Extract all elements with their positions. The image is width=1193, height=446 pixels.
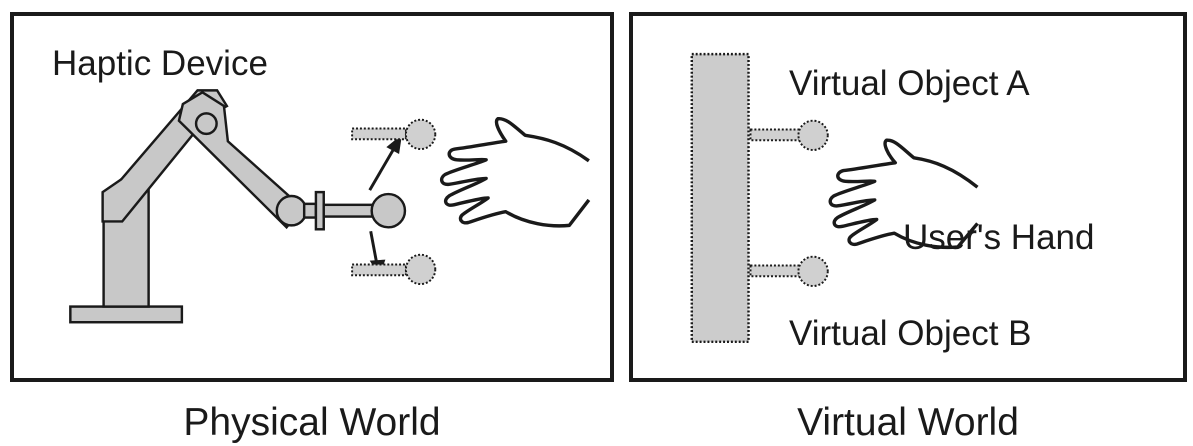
virtual-wall bbox=[690, 52, 750, 344]
physical-hand-icon bbox=[439, 117, 591, 228]
virtual-object-b bbox=[749, 255, 829, 288]
robot-end-effector bbox=[370, 192, 407, 229]
virtual-world-illustration bbox=[690, 52, 979, 344]
robot-elbow-joint bbox=[194, 112, 218, 136]
virtual-hand-icon bbox=[828, 138, 979, 250]
virtual-object-a-label: Virtual Object A bbox=[789, 64, 1030, 103]
virtual-world-caption: Virtual World bbox=[797, 401, 1019, 444]
robot-wrist-joint bbox=[275, 194, 308, 227]
virtual-object-b-label: Virtual Object B bbox=[789, 314, 1032, 353]
ghost-object-top bbox=[351, 118, 437, 151]
users-hand-label: User's Hand bbox=[903, 218, 1095, 257]
robot-tool-shaft bbox=[322, 203, 376, 218]
virtual-world-panel: Virtual Object A User's Hand Virtual Obj… bbox=[629, 12, 1187, 382]
ghost-object-bottom bbox=[351, 253, 437, 286]
virtual-object-a bbox=[749, 119, 829, 152]
haptic-device-label: Haptic Device bbox=[52, 44, 268, 83]
physical-world-panel: Haptic Device bbox=[10, 12, 614, 382]
robot-wrist-link bbox=[302, 202, 318, 219]
robot-base bbox=[69, 305, 184, 324]
physical-world-illustration bbox=[69, 89, 591, 324]
motion-arrow-up bbox=[368, 134, 403, 191]
physical-world-caption: Physical World bbox=[183, 401, 441, 444]
